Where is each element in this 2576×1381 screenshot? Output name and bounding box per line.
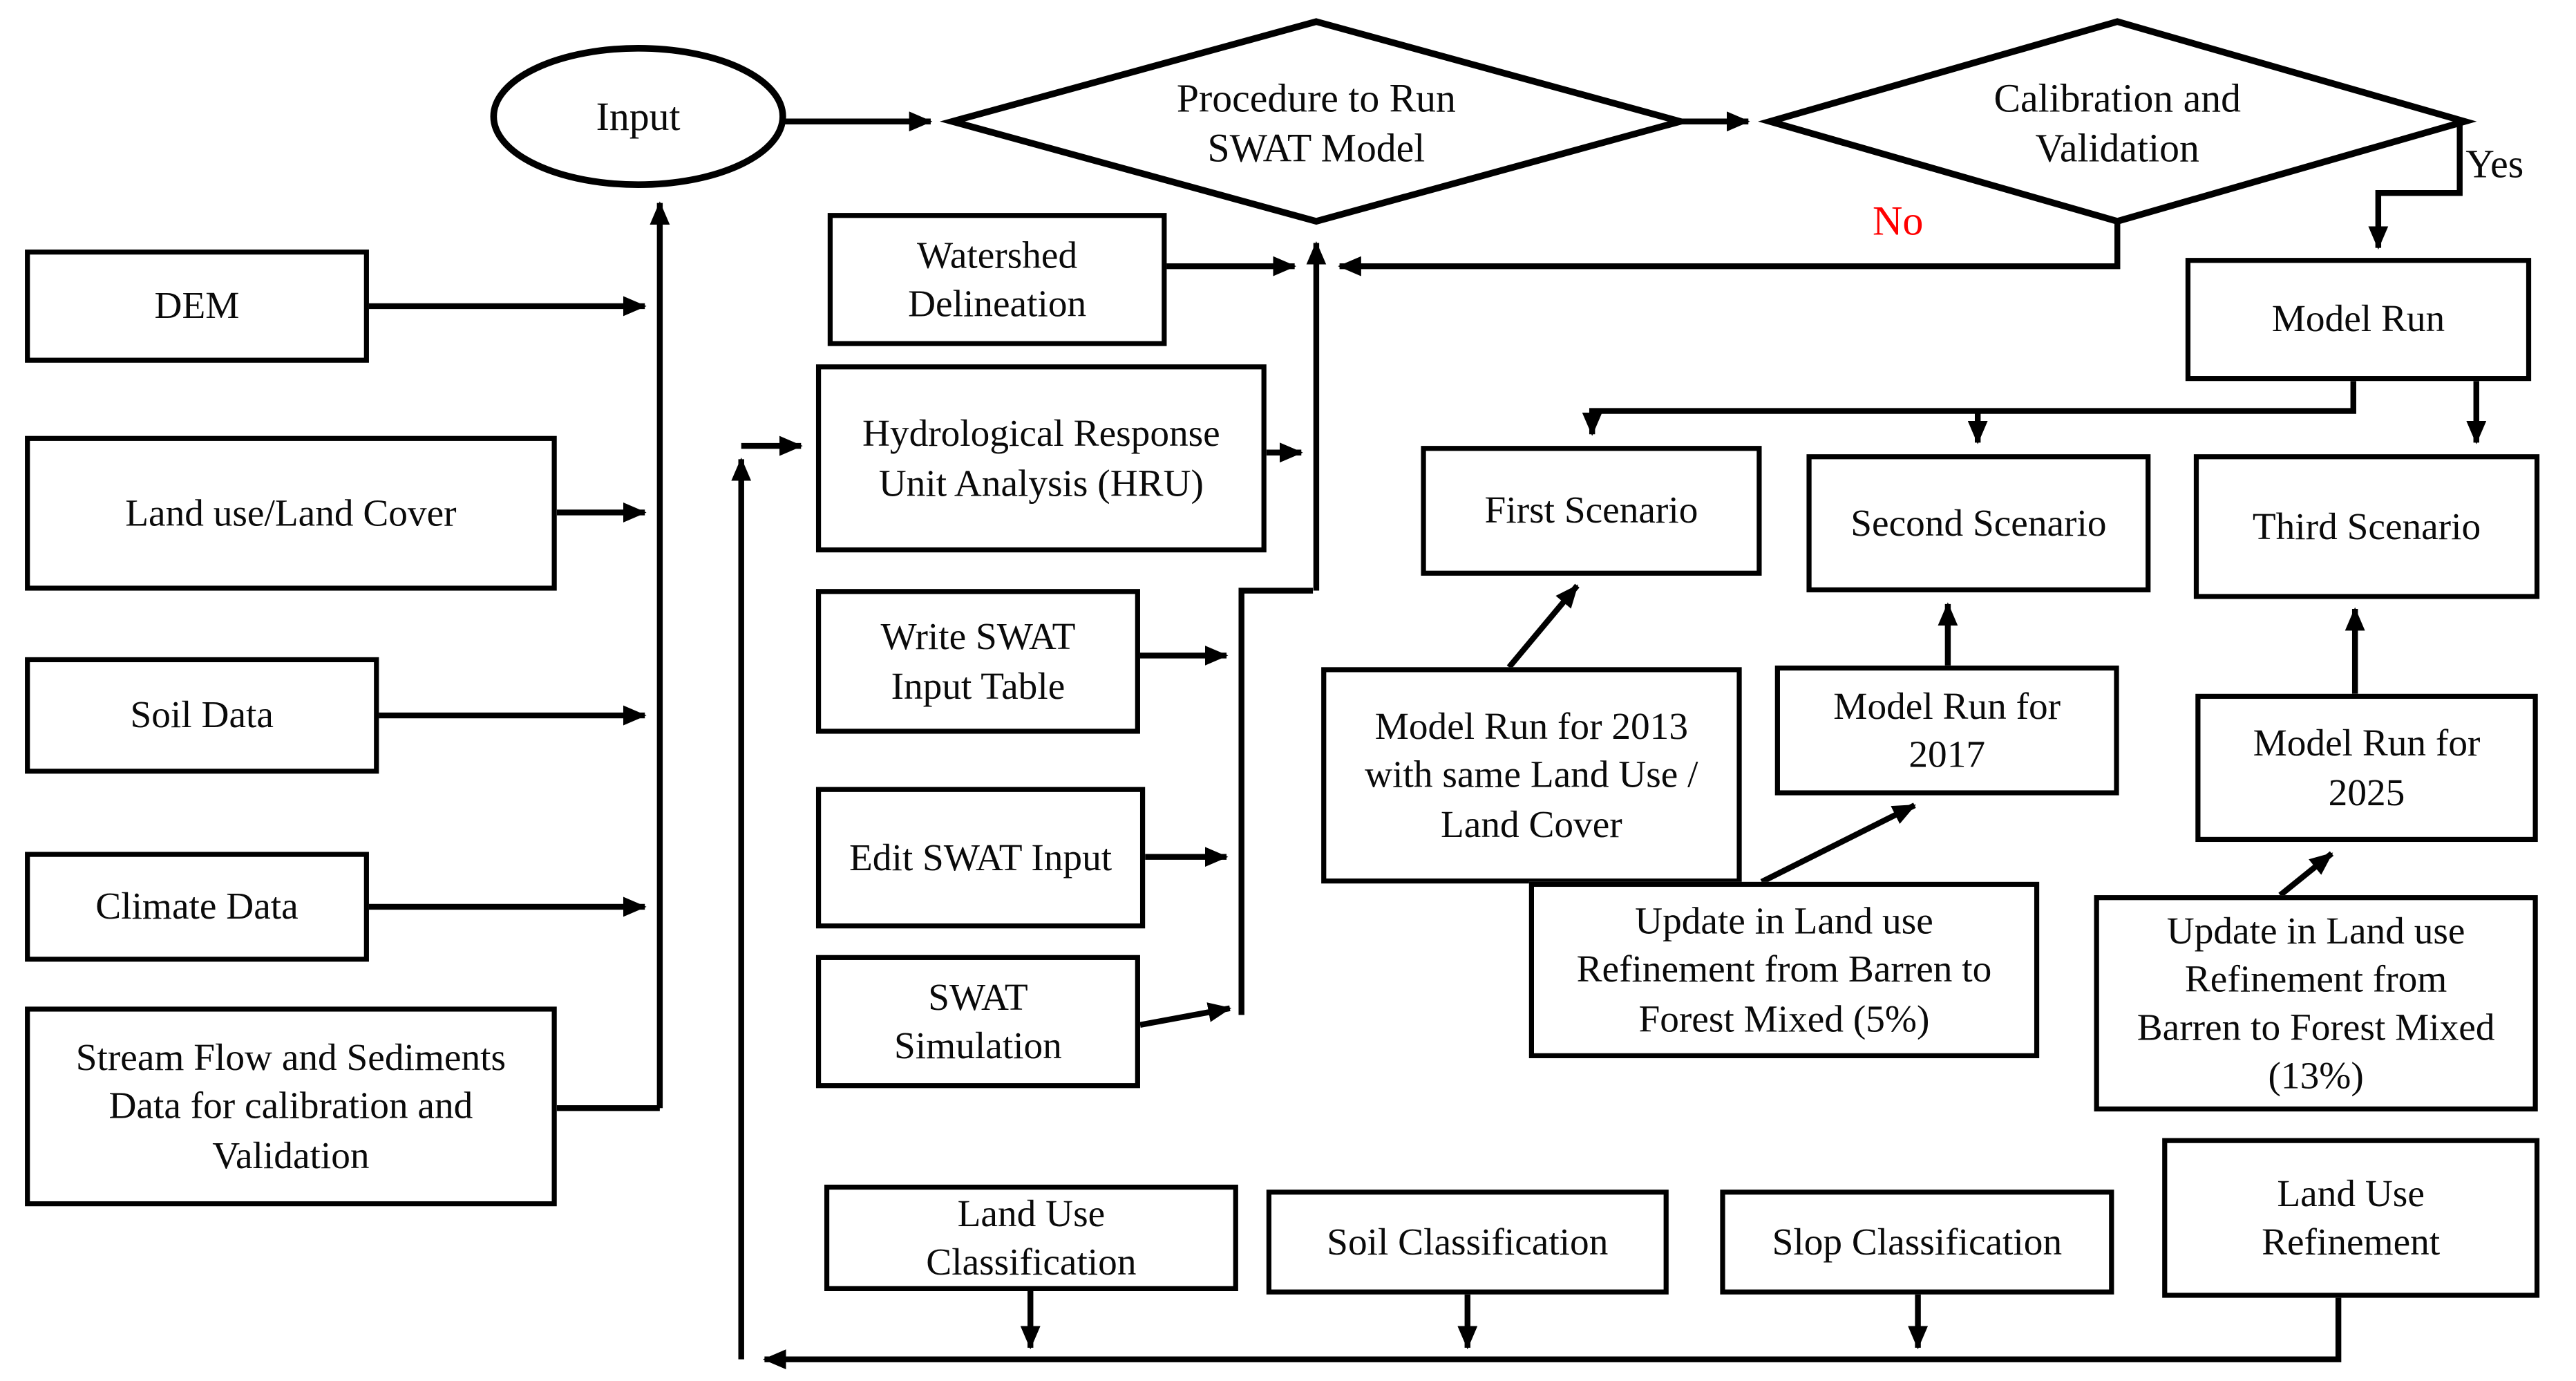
yes-label: Yes <box>2465 144 2524 187</box>
model-run-box: Model Run <box>2185 258 2532 382</box>
soil-data-box: Soil Data <box>25 657 379 774</box>
input-ellipse <box>490 44 786 189</box>
model-run-2025-box: Model Run for 2025 <box>2195 693 2538 843</box>
edge-swat-collector <box>1238 588 1314 1015</box>
procedure-decision-label: Procedure to Run SWAT Model <box>1176 78 1456 171</box>
write-swat-input-box: Write SWAT Input Table <box>815 589 1140 734</box>
land-use-land-cover-box: Land use/Land Cover <box>25 435 557 591</box>
edge-update13-to-2025 <box>2278 851 2334 898</box>
update-13-percent-box: Update in Land use Refinement from Barre… <box>2094 895 2538 1112</box>
land-use-classification-box: Land Use Classification <box>824 1184 1238 1291</box>
swat-simulation-box: SWAT Simulation <box>815 955 1140 1089</box>
hru-analysis-box: Hydrological Response Unit Analysis (HRU… <box>815 364 1267 553</box>
input-node-label: Input <box>596 96 681 140</box>
edge-model-run-to-first <box>1582 381 2356 436</box>
edit-swat-input-box: Edit SWAT Input <box>815 787 1146 929</box>
calibration-diamond <box>1758 18 2477 225</box>
third-scenario-box: Third Scenario <box>2193 454 2540 599</box>
edge-yes-to-model-run <box>2368 124 2463 250</box>
edge-2013-to-first <box>1506 583 1580 669</box>
edge-swat-sim-arrow <box>1139 1002 1232 1028</box>
edge-update5-to-2017 <box>1760 802 1916 885</box>
calibration-decision-label: Calibration and Validation <box>1993 78 2241 171</box>
dem-box: DEM <box>25 250 369 363</box>
model-run-2013-box: Model Run for 2013 with same Land Use / … <box>1321 667 1742 884</box>
edge-no-return <box>1338 221 2121 276</box>
first-scenario-box: First Scenario <box>1421 446 1762 576</box>
stream-flow-box: Stream Flow and Sediments Data for calib… <box>25 1006 557 1207</box>
climate-data-box: Climate Data <box>25 852 369 962</box>
soil-classification-box: Soil Classification <box>1266 1190 1669 1295</box>
no-label: No <box>1872 199 1924 245</box>
model-run-2017-box: Model Run for 2017 <box>1774 665 2119 796</box>
slop-classification-box: Slop Classification <box>1720 1190 2114 1295</box>
land-use-refinement-box: Land Use Refinement <box>2162 1138 2540 1298</box>
watershed-delineation-box: Watershed Delineation <box>827 213 1167 346</box>
edge-refinement-feedback <box>762 1297 2342 1370</box>
update-5-percent-box: Update in Land use Refinement from Barre… <box>1528 881 2040 1058</box>
second-scenario-box: Second Scenario <box>1806 454 2151 592</box>
